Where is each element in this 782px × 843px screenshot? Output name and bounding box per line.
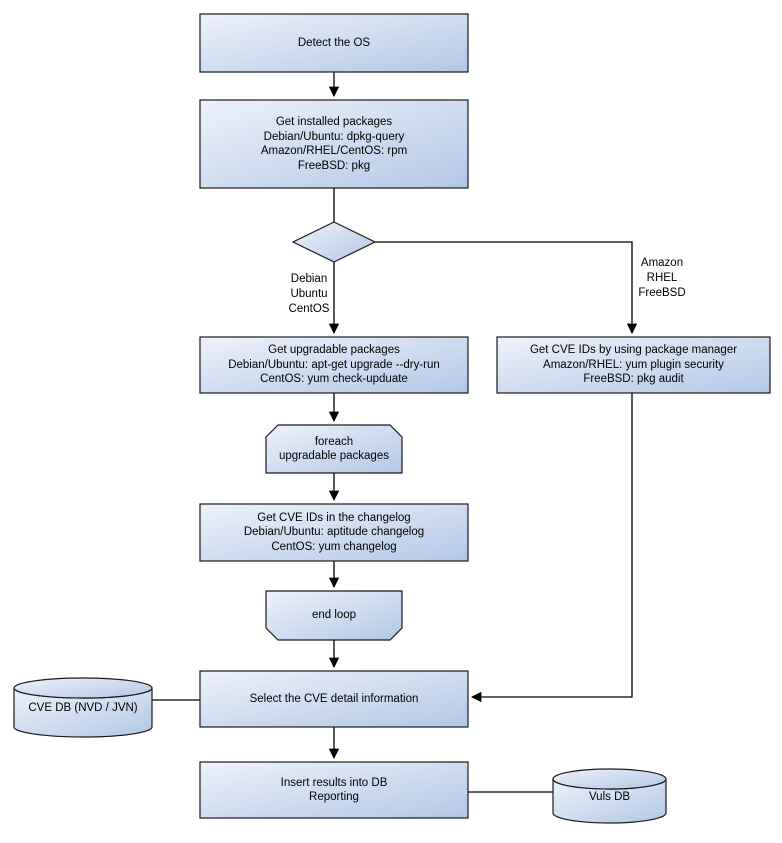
- cve-db-cylinder-top: [13, 677, 153, 699]
- edge-pkg-manager-to-select: [470, 393, 633, 703]
- get-installed-packages-box: [199, 99, 469, 189]
- get-upgradable-packages-box: [199, 336, 469, 394]
- get-cve-ids-package-manager-box: [496, 336, 771, 394]
- end-loop-shape: [265, 590, 403, 641]
- select-cve-detail-box: [199, 670, 469, 728]
- get-cve-ids-changelog-box: [199, 503, 469, 562]
- insert-results-box: [199, 761, 469, 819]
- vuls-db-cylinder-top: [552, 768, 667, 790]
- edge-decision-to-pkg-manager: [375, 241, 638, 335]
- detect-os-box: [199, 13, 469, 73]
- os-decision-diamond: [291, 221, 377, 263]
- foreach-loop-start-shape: [265, 424, 403, 474]
